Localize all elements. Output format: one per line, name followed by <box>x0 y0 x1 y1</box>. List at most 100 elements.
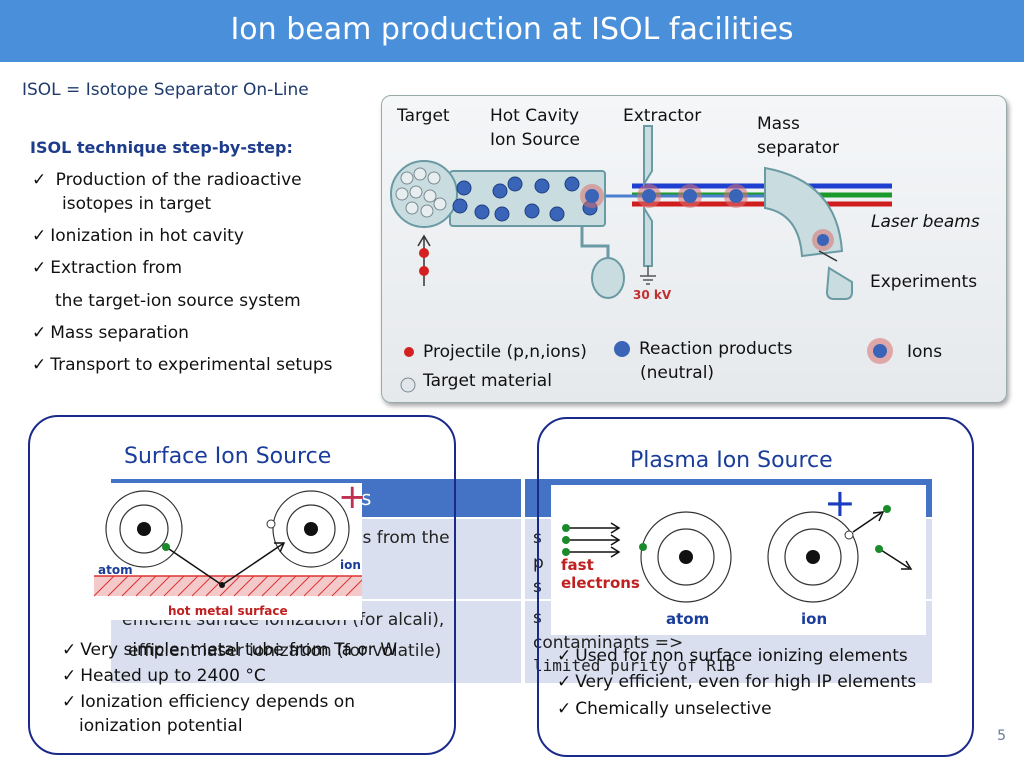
deflection-arrow <box>818 250 838 262</box>
check-icon: ✓ <box>557 699 572 719</box>
step-item: ✓Extraction from <box>32 258 182 278</box>
ion-model <box>272 490 350 568</box>
projectile-particle <box>419 248 429 258</box>
atom-nucleus <box>679 550 693 564</box>
atom-label: atom <box>666 610 710 628</box>
ground-symbol <box>640 266 656 285</box>
slide-title: Ion beam production at ISOL facilities <box>230 12 794 47</box>
plasma-bullet: ✓Used for non surface ionizing elements <box>557 646 908 666</box>
steps-title: ISOL technique step-by-step: <box>30 138 293 157</box>
plasma-ion-source-title: Plasma Ion Source <box>630 448 833 473</box>
incoming-arrow <box>168 548 223 586</box>
step-item: ✓ Production of the radioactive <box>32 170 302 190</box>
label-voltage: 30 kV <box>633 288 672 302</box>
step-item: ✓Mass separation <box>32 323 189 343</box>
check-icon: ✓ <box>32 355 47 375</box>
legend-reaction-dot <box>614 341 630 357</box>
ejected-electron-arrow <box>852 512 882 533</box>
surface-bullet: ✓Ionization efficiency depends on <box>62 692 355 712</box>
target-material <box>395 167 447 218</box>
legend-projectile-dot <box>404 347 414 357</box>
surface-bullet: ✓Heated up to 2400 °C <box>62 666 266 686</box>
atom-electron <box>162 543 170 551</box>
electrons-label: electrons <box>561 574 640 592</box>
table-fragment: es from the <box>352 528 450 548</box>
ion-label: ion <box>340 558 361 572</box>
atom-model <box>640 511 732 603</box>
label-extractor: Extractor <box>623 106 702 126</box>
surface-bullet-continued: ionization potential <box>79 716 243 736</box>
isol-definition: ISOL = Isotope Separator On-Line <box>22 80 309 100</box>
label-mass: Mass <box>757 114 800 134</box>
check-icon: ✓ <box>62 666 77 686</box>
experiment-station <box>825 266 853 300</box>
atom-model <box>105 490 183 568</box>
ion-model <box>767 511 859 603</box>
check-icon: ✓ <box>62 692 77 712</box>
isol-diagram: Target Hot Cavity Ion Source Extractor M… <box>381 95 1007 403</box>
check-icon: ✓ <box>557 646 572 666</box>
legend-reaction-products: Reaction products <box>639 339 793 359</box>
reaction-products <box>452 176 598 222</box>
plasma-bullet: ✓Very efficient, even for high IP elemen… <box>557 672 917 692</box>
plasma-ionization-drawing <box>562 505 913 603</box>
label-experiments: Experiments <box>870 272 978 292</box>
hot-metal-surface-label: hot metal surface <box>168 604 288 618</box>
scattered-electron-arrow <box>880 549 910 569</box>
plasma-ion-source-panel <box>537 417 974 757</box>
fast-electron-arrows <box>566 522 621 558</box>
legend-projectile: Projectile (p,n,ions) <box>423 342 587 362</box>
surface-bullet: ✓Very simple: metal tube from Ta or W <box>62 640 397 660</box>
label-target: Target <box>397 106 450 126</box>
ion-nucleus <box>304 522 318 536</box>
atom-label: atom <box>98 563 133 577</box>
projectile-arrow <box>417 234 431 247</box>
label-ion-source: Ion Source <box>490 130 580 150</box>
cavity-pipe <box>580 226 610 258</box>
check-icon: ✓ <box>32 226 47 246</box>
atom-nucleus <box>137 522 151 536</box>
ion-label: ion <box>801 610 828 628</box>
plus-sign: + <box>824 481 856 525</box>
surface-ion-source-panel <box>28 415 456 755</box>
surface-ionization-drawing <box>93 490 363 597</box>
check-icon: ✓ <box>557 672 572 692</box>
projectile-particle <box>419 266 429 276</box>
legend-ions: Ions <box>907 342 943 362</box>
extractor-upper <box>643 125 653 188</box>
plasma-bullet: ✓Chemically unselective <box>557 699 772 719</box>
check-icon: ✓ <box>32 258 47 278</box>
atom-electron <box>639 543 647 551</box>
table-fragment: efficient laser ionization (for volatile… <box>128 641 442 661</box>
check-icon: ✓ <box>32 323 47 343</box>
title-bar: Ion beam production at ISOL facilities <box>0 0 1024 62</box>
label-hot-cavity: Hot Cavity <box>490 106 580 126</box>
legend-ion-dot <box>873 344 887 358</box>
extractor-lower <box>643 204 653 267</box>
table-header-fragment: s <box>361 486 372 510</box>
step-item: ✓Transport to experimental setups <box>32 355 333 375</box>
hot-metal-surface <box>94 576 362 596</box>
gas-reservoir <box>591 257 625 299</box>
table-fragment: limited purity of RIB <box>533 656 736 675</box>
label-laser-beams: Laser beams <box>871 212 980 232</box>
legend-target-material: Target material <box>423 371 552 391</box>
page-number: 5 <box>997 728 1006 744</box>
legend-reaction-neutral: (neutral) <box>640 363 715 383</box>
surface-ion-source-title: Surface Ion Source <box>124 444 332 469</box>
check-icon: ✓ <box>62 640 77 660</box>
ion-nucleus <box>806 550 820 564</box>
step-item-continued: isotopes in target <box>62 194 212 214</box>
surface-ionization-figure: + atom ion hot metal surface <box>93 477 367 620</box>
legend-target-material-dot <box>400 377 416 393</box>
step-item-continued: the target-ion source system <box>55 291 301 311</box>
isol-schematic <box>390 125 893 393</box>
label-separator: separator <box>757 138 839 158</box>
ion-hole <box>266 519 276 529</box>
surface-hatch <box>93 575 363 597</box>
fast-label: fast <box>561 556 594 574</box>
check-icon: ✓ <box>32 170 47 190</box>
table-fragment: contaminants => <box>533 633 684 653</box>
step-item: ✓Ionization in hot cavity <box>32 226 244 246</box>
ion-hole <box>844 530 854 540</box>
